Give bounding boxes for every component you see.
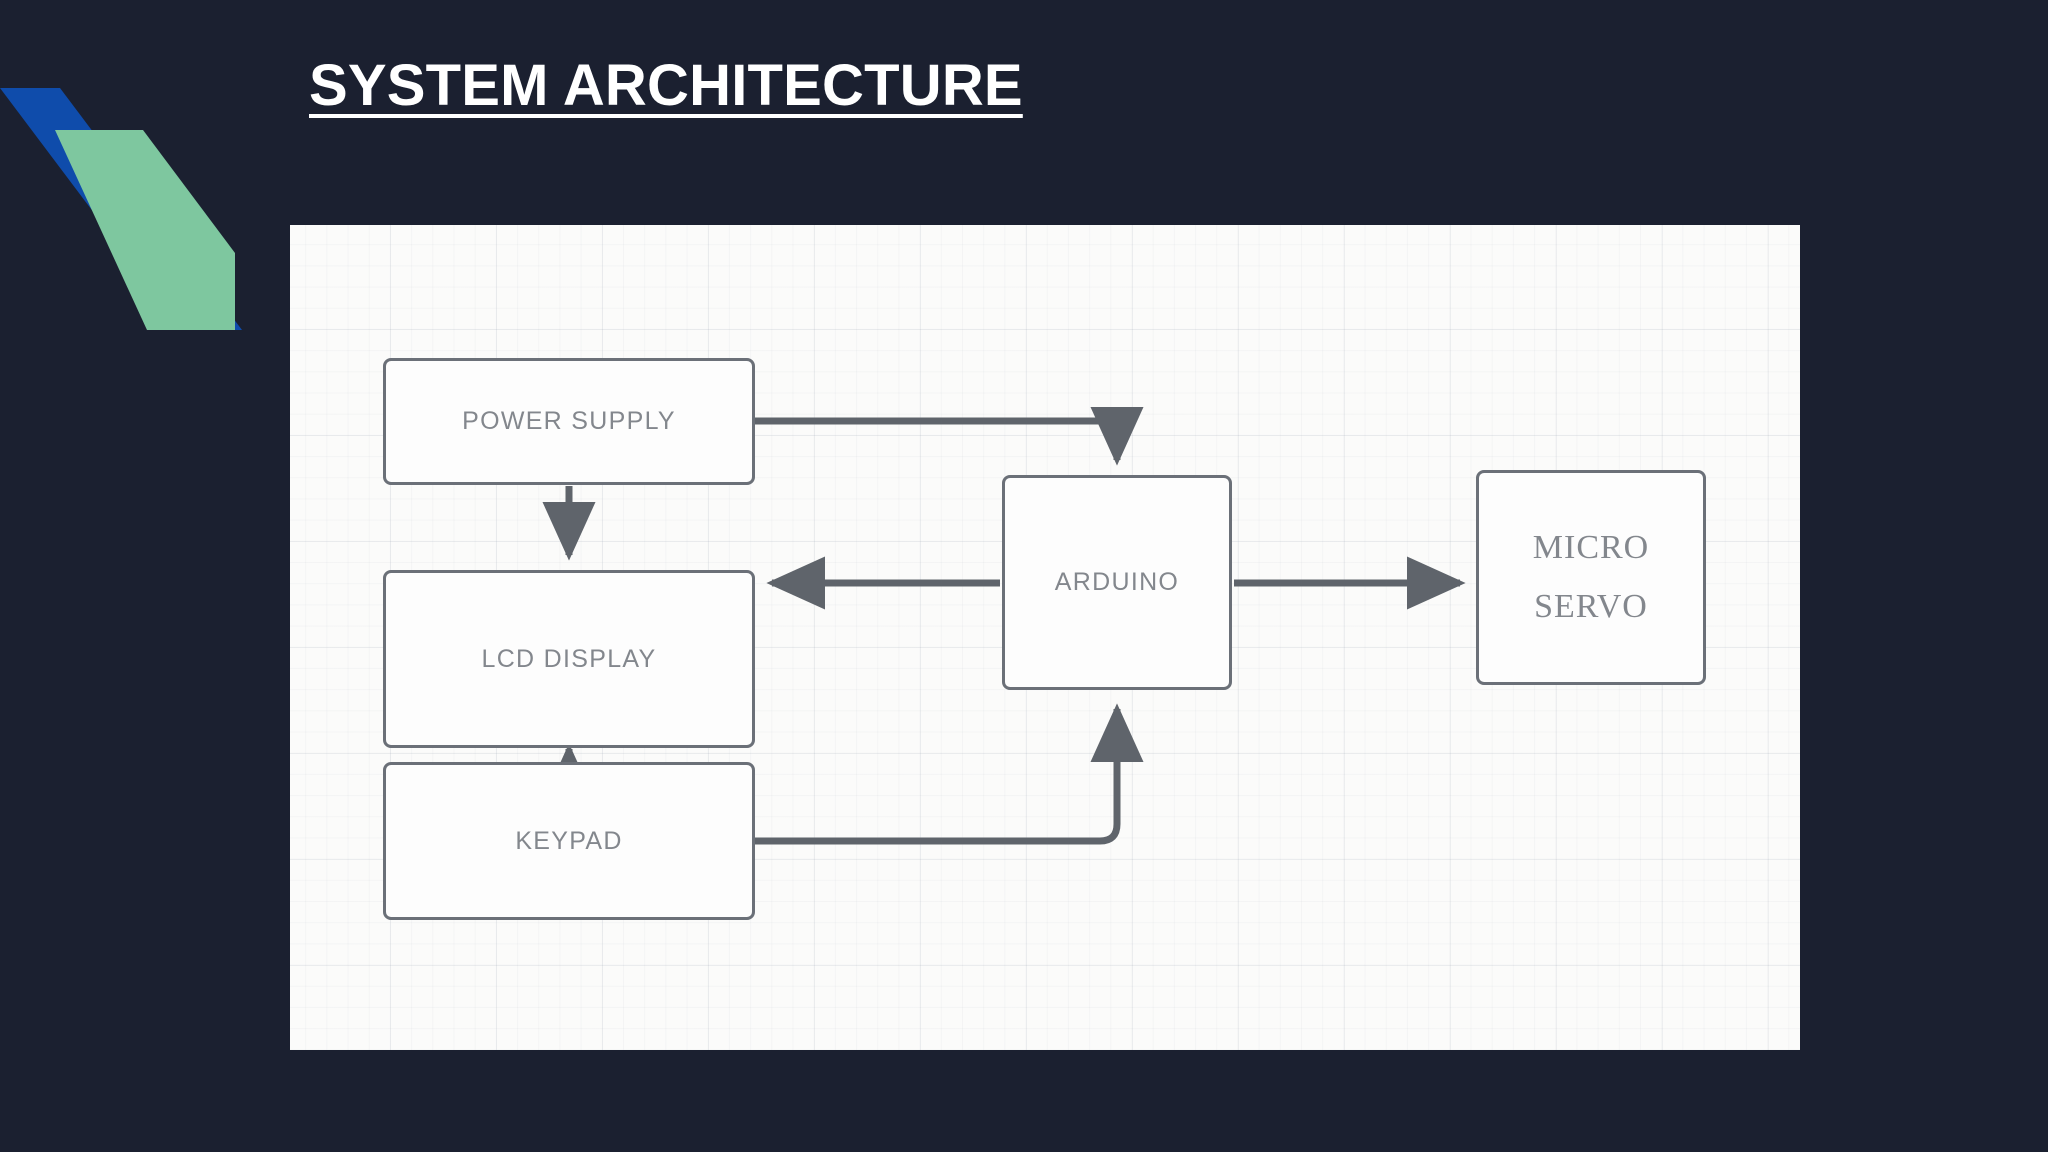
page-title-wrap: SYSTEM ARCHITECTURE (309, 53, 1023, 118)
node-power-supply-label: POWER SUPPLY (462, 407, 676, 435)
node-power-supply[interactable]: POWER SUPPLY (383, 358, 755, 485)
diagram-connectors (542, 406, 1466, 845)
node-arduino[interactable]: ARDUINO (1002, 475, 1232, 690)
node-lcd-display-label: LCD DISPLAY (481, 644, 657, 673)
logo-blue-parallelogram (0, 88, 242, 330)
node-keypad[interactable]: KEYPAD (383, 762, 755, 920)
connector-power-to-arduino (755, 406, 1144, 466)
page-title: SYSTEM ARCHITECTURE (309, 53, 1023, 118)
connector-keypad-to-arduino (755, 703, 1144, 845)
architecture-diagram-panel: POWER SUPPLY LCD DISPLAY KEYPAD ARDUINO … (290, 225, 1800, 1050)
node-lcd-display[interactable]: LCD DISPLAY (383, 570, 755, 748)
node-micro-servo-label: MICRO SERVO (1532, 529, 1650, 625)
logo-green-parallelogram (55, 130, 235, 330)
node-micro-servo[interactable]: MICRO SERVO (1476, 470, 1706, 685)
corner-logo-mark (0, 88, 242, 330)
node-keypad-label: KEYPAD (515, 826, 623, 855)
node-arduino-label: ARDUINO (1054, 568, 1180, 596)
